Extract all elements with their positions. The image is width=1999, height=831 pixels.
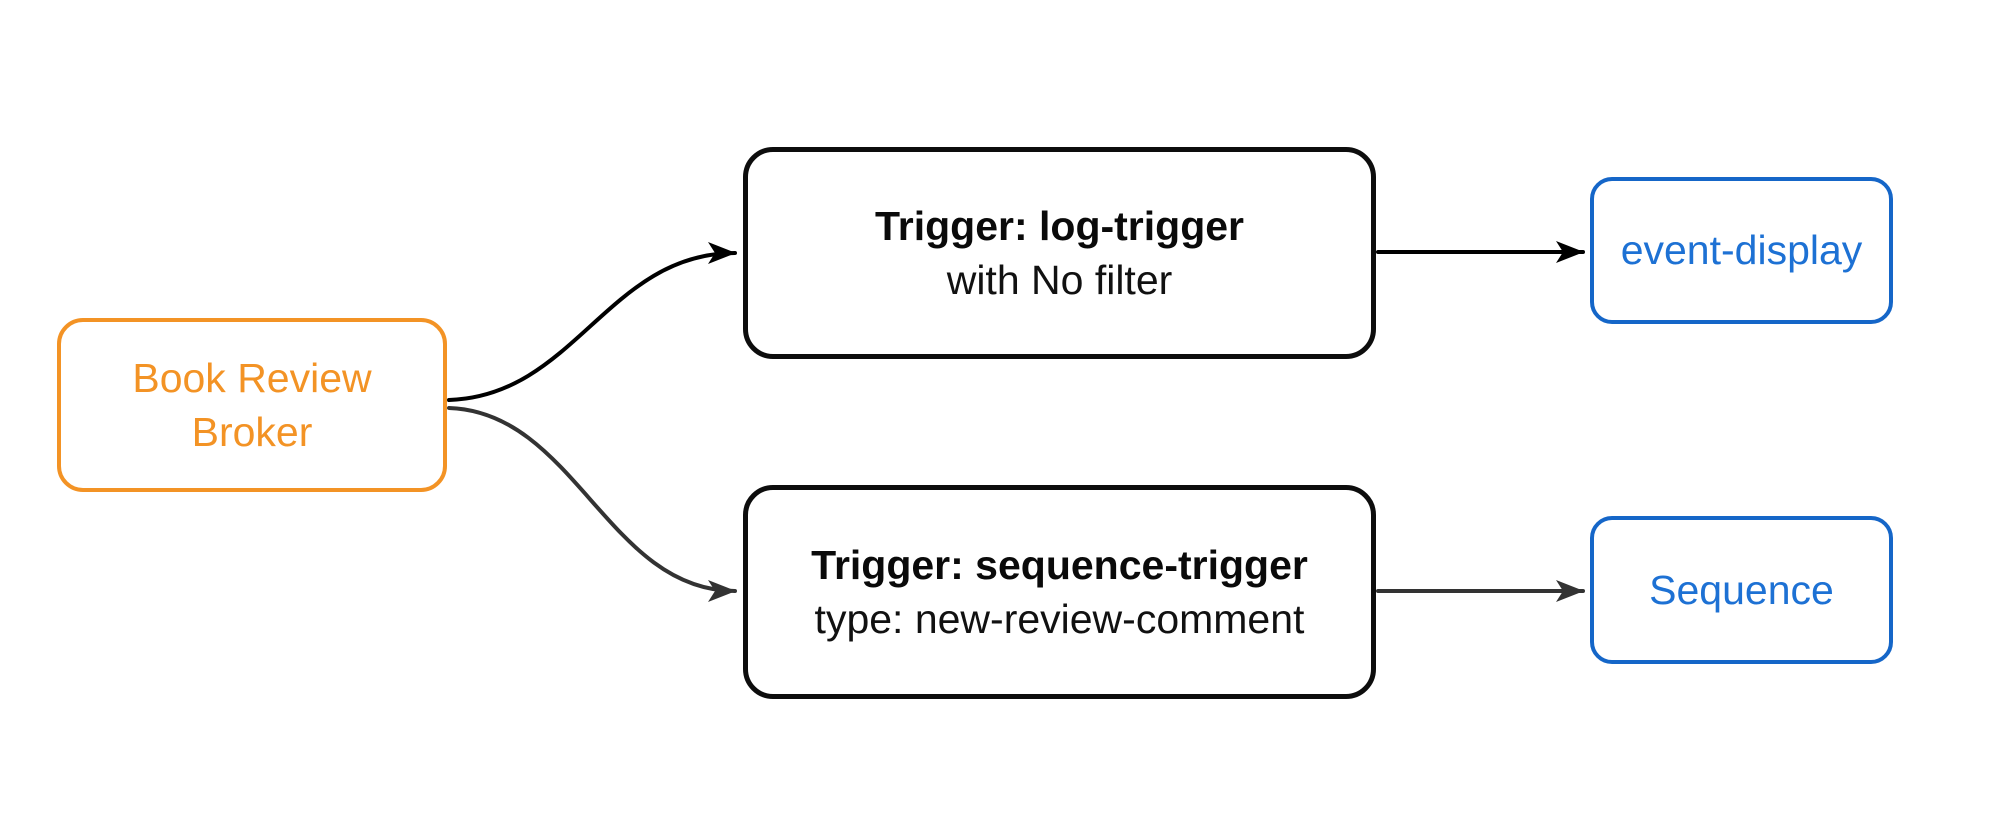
node-title: Trigger: log-trigger	[875, 202, 1244, 249]
node-sequence: Sequence	[1590, 516, 1893, 664]
node-title: Trigger: sequence-trigger	[811, 541, 1308, 588]
node-subtitle: with No filter	[946, 257, 1173, 303]
node-book-review-broker: Book Review Broker	[57, 318, 447, 492]
node-label: event-display	[1620, 227, 1863, 274]
node-subtitle: type: new-review-comment	[814, 596, 1305, 642]
node-label-line: Book Review	[132, 354, 372, 401]
edge-broker-to-log-trigger	[447, 242, 737, 402]
node-trigger-sequence: Trigger: sequence-trigger type: new-revi…	[743, 485, 1376, 699]
edge-broker-to-sequence-trigger	[447, 406, 737, 602]
node-label-line: Broker	[191, 409, 313, 455]
node-trigger-log: Trigger: log-trigger with No filter	[743, 147, 1376, 359]
node-label: Sequence	[1649, 566, 1834, 613]
node-event-display: event-display	[1590, 177, 1893, 324]
